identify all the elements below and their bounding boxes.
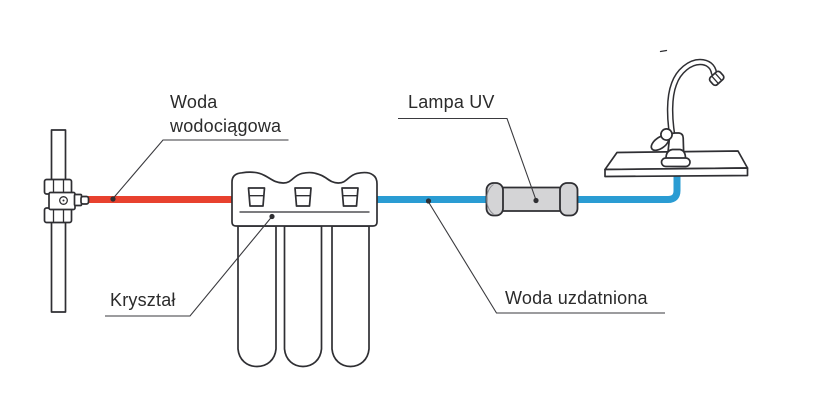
treated-water-anchor-dot	[425, 198, 432, 204]
faucet-aerator	[708, 70, 725, 87]
supply-pipe-lower	[50, 221, 67, 313]
valve-nut-upper-facets	[52, 179, 65, 195]
callouts	[105, 117, 665, 317]
treated-water-tube	[377, 173, 681, 203]
supply-pipe-upper	[50, 129, 67, 181]
tap-water-callout	[110, 139, 289, 202]
valve-outlet-nut	[80, 195, 90, 205]
tap-water-label: Woda wodociągowa	[170, 90, 281, 138]
uv-lamp-cap-left	[485, 182, 504, 217]
uv-lamp-body	[496, 186, 564, 212]
water-supply-valve	[43, 129, 90, 313]
tap-water-anchor-dot	[110, 196, 116, 202]
faucet-handle	[650, 128, 673, 152]
faucet-base-collar	[665, 148, 687, 160]
filter-canister-2	[283, 225, 323, 368]
filter-clip-3	[341, 187, 359, 207]
uv-lamp-anchor-dot	[533, 197, 539, 204]
tap-water-label-line1: Woda	[170, 92, 218, 112]
valve-nut-lower-facets	[52, 207, 65, 223]
faucet-spout-fill	[668, 60, 716, 142]
filter-canister-1	[237, 225, 277, 368]
uv-lamp	[485, 182, 579, 217]
tap-water-label-line2: wodociągowa	[170, 116, 282, 136]
filter-clip-1	[247, 187, 266, 207]
filter-callout	[105, 213, 275, 317]
filter-canister-3	[331, 225, 370, 368]
uv-lamp-callout	[398, 117, 539, 204]
filter-label: Kryształ	[110, 290, 176, 310]
tap-water-tube	[86, 196, 237, 203]
countertop-edge	[604, 167, 749, 178]
uv-lamp-cap-highlight	[486, 184, 494, 215]
faucet	[650, 49, 725, 168]
filter-clip-2	[294, 187, 312, 207]
faucet-spout-outline	[666, 58, 718, 144]
faucet-spout-mark	[659, 49, 668, 53]
filter-unit	[231, 171, 378, 368]
filter-anchor-dot	[269, 213, 275, 220]
uv-lamp-cap-right	[559, 182, 579, 217]
valve-screw-center	[62, 199, 65, 202]
treated-water-callout	[425, 198, 665, 314]
treated-water-label: Woda uzdatniona	[505, 288, 648, 308]
faucet-base-flange	[660, 157, 691, 168]
uv-lamp-label: Lampa UV	[408, 92, 495, 112]
